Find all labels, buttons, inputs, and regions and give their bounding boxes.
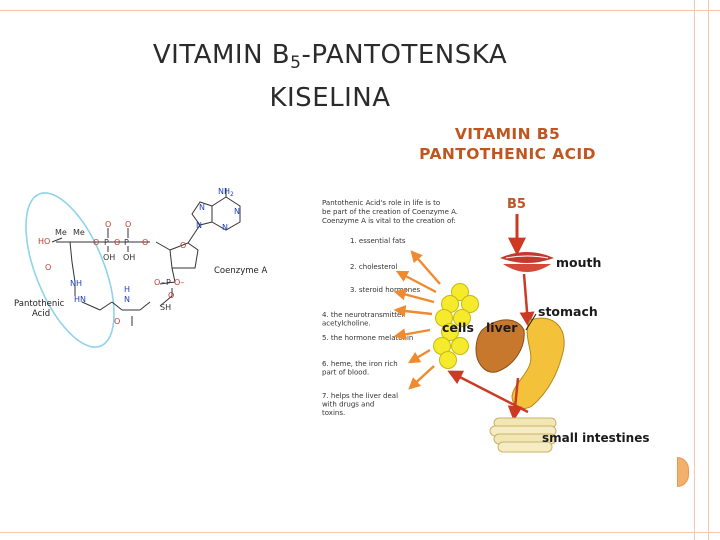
- atom-p1: P: [104, 238, 109, 247]
- atom-o-amide2: O: [114, 317, 120, 326]
- atom-o-minus-p3: O–: [174, 278, 184, 287]
- atom-n-2: N: [234, 207, 240, 216]
- role-item-7: 7. helps the liver deal: [322, 392, 398, 400]
- role-list: 1. essential fats 2. cholesterol 3. steroi…: [322, 237, 421, 417]
- diagram-heading-line1: VITAMIN B5: [454, 125, 561, 143]
- atom-hn: HN: [74, 295, 86, 304]
- intro-line-1: Pantothenic Acid's role in life is to: [322, 199, 440, 207]
- intro-line-3: Coenzyme A is vital to the creation of:: [322, 217, 456, 225]
- intro-line-2: be part of the creation of Coenzyme A.: [322, 208, 458, 216]
- role-item-6-line-2: part of blood.: [322, 369, 369, 377]
- cell-3: [461, 295, 479, 313]
- title-subscript: 5: [290, 53, 302, 73]
- ray-arrows: [393, 250, 441, 390]
- atom-o-p3-left: O: [154, 278, 160, 287]
- small-intestines-label: small intestines: [542, 431, 650, 445]
- structure-bonds: [51, 188, 241, 326]
- atom-o-p1-top: O: [105, 220, 111, 229]
- ray-arrow-1: [410, 250, 441, 285]
- atom-nh2: NH2: [218, 187, 234, 198]
- stomach-label: stomach: [538, 304, 598, 319]
- stomach-to-intestines-arrow: [507, 377, 523, 421]
- atom-o-link1: O: [93, 238, 99, 247]
- cell-cluster: [433, 283, 479, 369]
- slide-title: VITAMIN B5-PANTOTENSKA KISELINA: [90, 38, 570, 116]
- cell-8: [451, 337, 469, 355]
- diagram-heading-line2: PANTOTHENIC ACID: [419, 145, 596, 163]
- ray-arrow-2: [395, 270, 437, 294]
- atom-me-1: Me: [55, 228, 67, 237]
- atom-o-p2-top: O: [125, 220, 131, 229]
- frame-line-top: [0, 10, 720, 11]
- ray-arrow-6: [407, 348, 431, 364]
- atom-o-ribose: O: [180, 241, 186, 250]
- frame-line-bottom: [0, 532, 720, 533]
- role-item-4: 4. the neurotransmitter: [322, 311, 404, 319]
- role-item-4-line-2: acetylcholine.: [322, 320, 371, 328]
- atom-n-4: N: [222, 223, 228, 232]
- atom-o-amide1: O: [45, 263, 51, 272]
- small-intestines-shape: [489, 417, 557, 453]
- atom-ho: HO: [38, 237, 50, 246]
- atom-sh: SH: [160, 303, 171, 312]
- cell-5: [453, 309, 471, 327]
- atom-oh-p2: OH: [123, 253, 135, 262]
- atom-p3: P: [166, 278, 171, 287]
- coenzyme-a-structure: NH2 N N N N O O O O P O P O OH OH HO Me …: [14, 187, 267, 348]
- frame-line-right-outer: [708, 0, 709, 540]
- cell-9: [439, 351, 457, 369]
- ray-arrow-7: [408, 365, 435, 390]
- liver-shape: [475, 319, 525, 373]
- atom-n-1: N: [199, 203, 205, 212]
- diagram-heading: VITAMIN B5 PANTOTHENIC ACID: [405, 124, 610, 164]
- atom-nh: NH: [70, 279, 82, 288]
- cell-6: [441, 323, 459, 341]
- mouth-to-stomach-arrow: [519, 273, 535, 327]
- ray-arrow-5: [393, 328, 431, 341]
- atom-p2: P: [124, 238, 129, 247]
- title-line2: KISELINA: [269, 83, 391, 113]
- pantothenic-acid-label-line2: Acid: [32, 309, 50, 319]
- role-item-5: 5. the hormone melatonin: [322, 334, 413, 342]
- pantothenic-acid-label-line1: Pantothenic: [14, 299, 65, 309]
- atom-me-2: Me: [73, 228, 85, 237]
- stomach-pointer: [525, 313, 537, 331]
- role-item-6: 6. heme, the iron rich: [322, 360, 398, 368]
- role-item-1: 1. essential fats: [350, 237, 406, 245]
- atom-dash-p3: –: [161, 278, 165, 287]
- liver-label: liver: [486, 320, 518, 335]
- role-item-7-line-2: with drugs and: [322, 401, 374, 409]
- cells-label: cells: [442, 320, 474, 335]
- atom-o-link2: O: [114, 238, 120, 247]
- b5-pathway-diagram: Pantothenic Acid's role in life is to be…: [322, 197, 650, 453]
- frame-line-right-inner: [694, 0, 695, 540]
- role-item-7-line-3: toxins.: [322, 409, 345, 417]
- atom-oh-p1: OH: [103, 253, 115, 262]
- coenzyme-a-label: Coenzyme A: [214, 266, 267, 276]
- slide-corner-tab: [677, 457, 689, 487]
- b5-label: B5: [507, 197, 526, 212]
- mouth-label: mouth: [556, 255, 601, 270]
- atom-o-p3-bottom: O: [168, 291, 174, 300]
- title-rest: -PANTOTENSKA: [301, 40, 508, 70]
- title-main: VITAMIN B: [152, 40, 291, 70]
- mouth-shape: [500, 252, 554, 272]
- ray-arrow-4: [393, 305, 433, 318]
- role-item-3: 3. steroid hormones: [350, 286, 421, 294]
- atom-n-amide: N: [124, 295, 130, 304]
- role-item-2: 2. cholesterol: [350, 263, 397, 271]
- ray-arrow-3: [393, 288, 435, 304]
- atom-h: H: [124, 285, 130, 294]
- atom-o-link3: O: [142, 238, 148, 247]
- cell-1: [451, 283, 469, 301]
- pantothenic-acid-highlight-oval: [25, 192, 115, 348]
- atom-n-3: N: [196, 221, 202, 230]
